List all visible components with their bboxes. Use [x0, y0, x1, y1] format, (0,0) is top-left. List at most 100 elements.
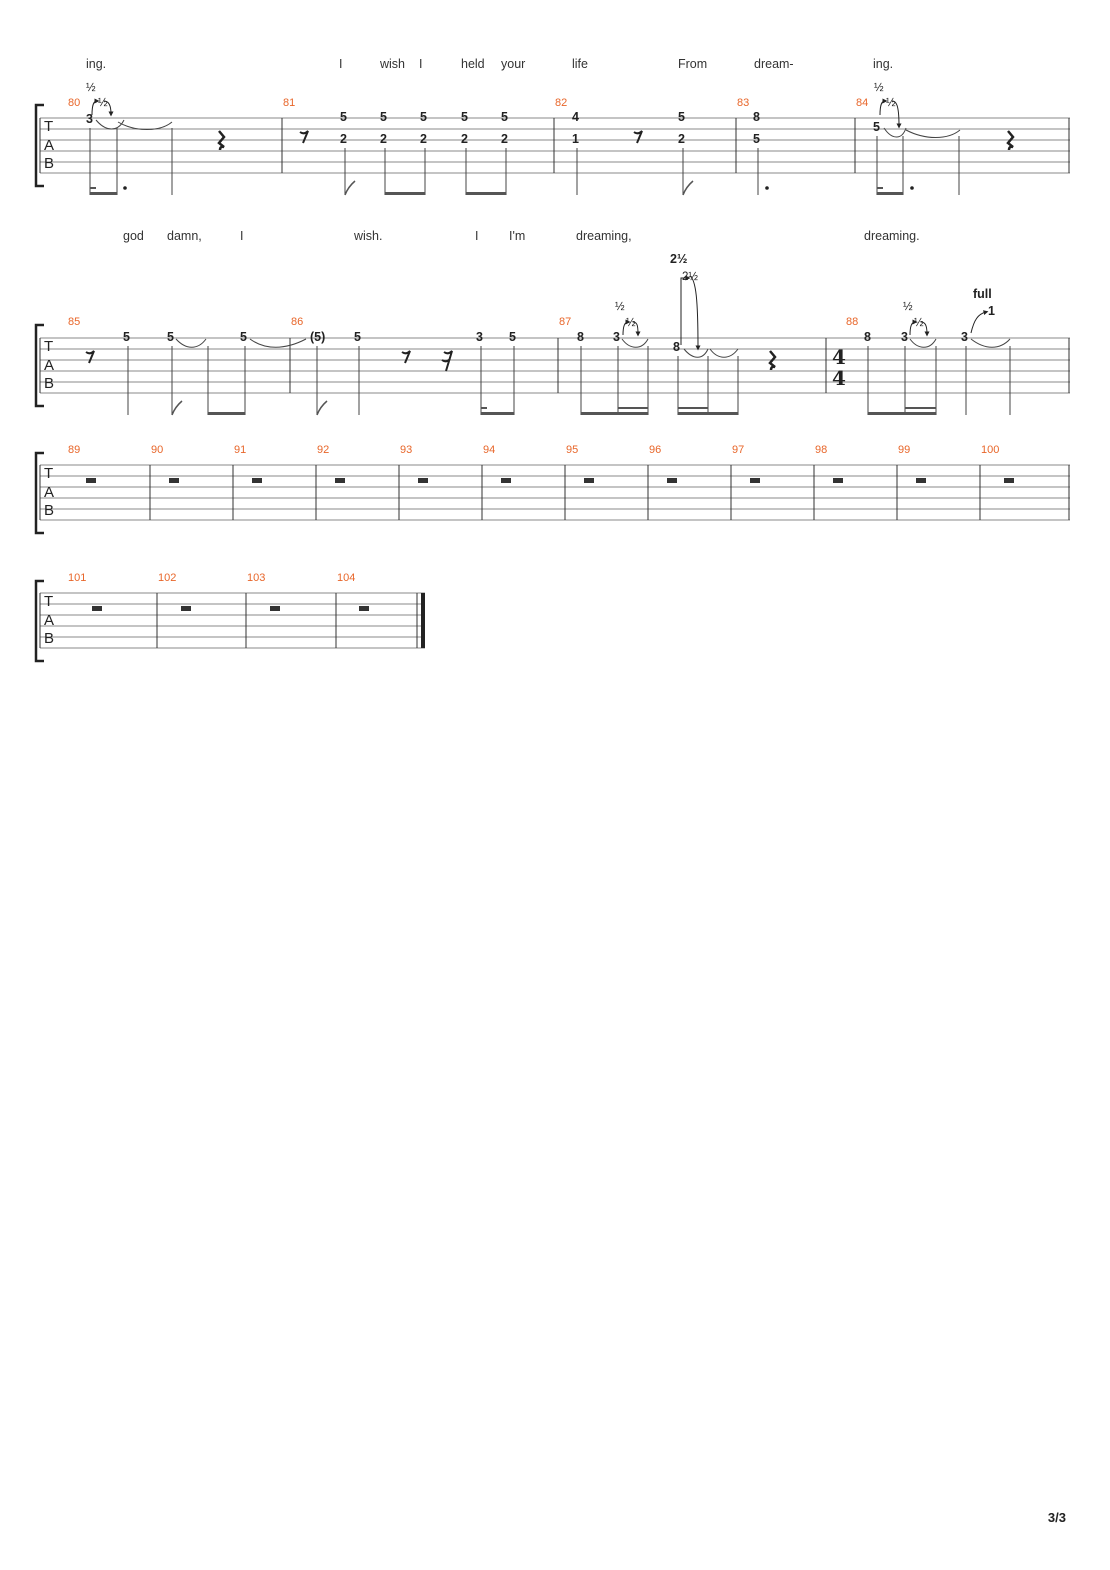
beam — [905, 407, 936, 409]
tie — [970, 338, 1011, 348]
beam — [581, 412, 648, 415]
measure-number: 103 — [247, 572, 265, 584]
fret-number: 5 — [340, 110, 347, 124]
lyric: damn, — [167, 229, 202, 243]
system-bracket — [34, 451, 44, 535]
lyric: wish — [379, 57, 405, 71]
fret-number: 4 — [572, 110, 579, 124]
system-bracket — [34, 323, 44, 408]
tie — [683, 348, 709, 358]
note-stems — [127, 346, 246, 415]
fret-number: 2 — [420, 132, 427, 146]
time-signature-bottom: 4 — [832, 366, 846, 390]
bend-arrow — [91, 98, 100, 116]
lyric: I'm — [509, 229, 525, 243]
bend-arrow — [879, 98, 888, 116]
bend-label: 2½ — [682, 271, 698, 283]
lyric: I — [419, 57, 422, 71]
fret-number: 8 — [753, 110, 760, 124]
tab-clef-letter: T — [44, 593, 53, 610]
fret-number: 5 — [509, 330, 516, 344]
dot — [910, 186, 914, 190]
fret-number: 5 — [753, 132, 760, 146]
lyric: I — [339, 57, 342, 71]
measure-number: 89 — [68, 444, 80, 456]
tab-clef-letter: B — [44, 630, 54, 647]
beam — [481, 412, 514, 415]
flag — [682, 180, 694, 196]
dot — [765, 186, 769, 190]
fret-number: 8 — [673, 340, 680, 354]
barlines — [39, 338, 1070, 393]
tab-clef-letter: B — [44, 502, 54, 519]
bend-label: ½ — [615, 301, 625, 313]
measure-number: 94 — [483, 444, 495, 456]
bend-label: ½ — [903, 301, 913, 313]
quarter-rest — [1006, 130, 1015, 151]
measure-number: 88 — [846, 316, 858, 328]
bend-label: ½ — [874, 82, 884, 94]
eighth-rest — [299, 130, 309, 144]
beam — [90, 187, 96, 189]
beam — [618, 407, 648, 409]
barlines — [39, 593, 418, 648]
system-bracket — [34, 103, 44, 188]
fret-number: 8 — [864, 330, 871, 344]
measure-number: 101 — [68, 572, 86, 584]
staff-lines — [40, 464, 1070, 521]
system-3: T A B 89 90 91 92 93 94 95 96 97 98 99 1… — [34, 444, 1070, 535]
lyric: From — [678, 57, 707, 71]
fret-number: 2 — [461, 132, 468, 146]
flag — [316, 400, 328, 416]
tie — [249, 338, 307, 348]
flag — [344, 180, 356, 196]
measure-number: 93 — [400, 444, 412, 456]
beam — [877, 187, 883, 189]
bend-arrow — [920, 321, 930, 337]
whole-rests — [92, 606, 369, 611]
lyric: I — [240, 229, 243, 243]
measure-number: 80 — [68, 97, 80, 109]
barlines — [39, 118, 1070, 173]
beam — [877, 192, 903, 195]
measure-number: 82 — [555, 97, 567, 109]
bend-label: ½ — [86, 82, 96, 94]
bend-arrow — [622, 319, 631, 336]
lyric: dream- — [754, 57, 794, 71]
lyric: ing. — [86, 57, 106, 71]
lyric: life — [572, 57, 588, 71]
fret-number: 5 — [873, 120, 880, 134]
note-stems — [89, 128, 173, 195]
measure-number: 98 — [815, 444, 827, 456]
lyric: dreaming. — [864, 229, 920, 243]
dot — [123, 186, 127, 190]
fret-number: 5 — [461, 110, 468, 124]
bend-label: 1 — [988, 304, 995, 318]
fret-number: 5 — [420, 110, 427, 124]
measure-number: 91 — [234, 444, 246, 456]
tab-clef-letter: B — [44, 155, 54, 172]
beam — [208, 412, 245, 415]
tab-clef-letter: T — [44, 465, 53, 482]
bend-arrow — [689, 275, 701, 351]
lyric: wish. — [353, 229, 382, 243]
fret-number: 5 — [240, 330, 247, 344]
measure-number: 90 — [151, 444, 163, 456]
beam — [466, 192, 506, 195]
tab-clef-letter: A — [44, 484, 54, 501]
beam — [385, 192, 425, 195]
eighth-rest — [633, 130, 643, 144]
measure-number: 96 — [649, 444, 661, 456]
final-barline — [421, 593, 425, 648]
note-stems — [576, 148, 684, 195]
fret-number: 5 — [123, 330, 130, 344]
note-stems — [867, 346, 1011, 415]
lyric: ing. — [873, 57, 893, 71]
measure-number: 83 — [737, 97, 749, 109]
fret-number: 2 — [380, 132, 387, 146]
fret-number: 1 — [572, 132, 579, 146]
measure-number: 102 — [158, 572, 176, 584]
fret-number: 2 — [501, 132, 508, 146]
note-stems — [876, 136, 960, 195]
